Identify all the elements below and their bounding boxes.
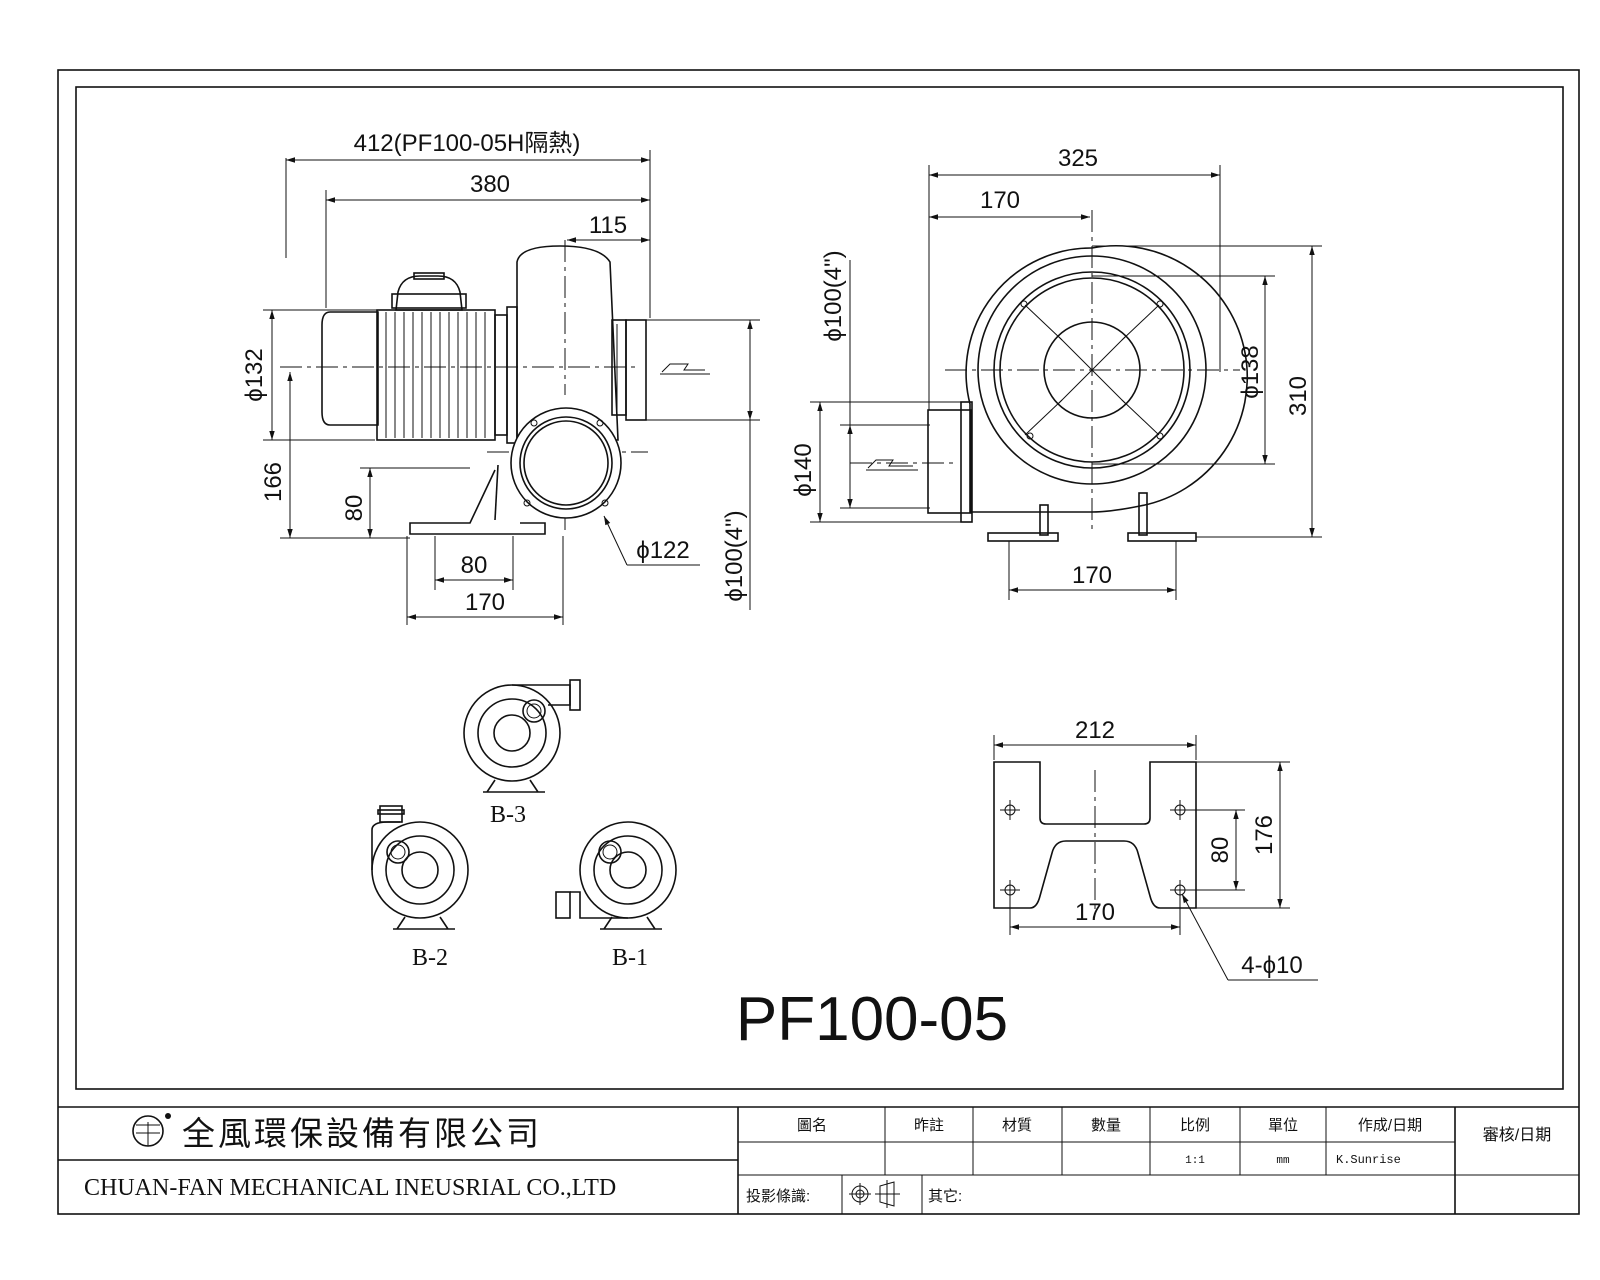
dim-front-width: 325: [1058, 145, 1098, 172]
outer-border: [57, 69, 1580, 1215]
view-label-b2: B-2: [412, 945, 448, 971]
dim-inlet-dia: ϕ122: [636, 537, 689, 564]
header-author-date: 作成/日期: [1358, 1117, 1422, 1134]
projection-label: 投影條識:: [746, 1188, 810, 1205]
header-quantity: 數量: [1091, 1117, 1121, 1134]
dim-center-height: 166: [260, 462, 287, 502]
dim-height: 310: [1285, 376, 1312, 416]
dim-inlet-pipe-front: ϕ100(4"): [820, 250, 847, 341]
dim-plate-depth: 176: [1251, 815, 1278, 855]
company-name-cn: 全風環保設備有限公司: [182, 1115, 542, 1152]
header-scale: 比例: [1180, 1117, 1210, 1134]
dim-inlet-height: 80: [341, 495, 368, 522]
projection-symbol-icon: [849, 1180, 900, 1208]
header-material: 材質: [1002, 1116, 1032, 1134]
company-name-en: CHUAN-FAN MECHANICAL INEUSRIAL CO.,LTD: [84, 1175, 616, 1201]
drawing-border: [75, 86, 1564, 1090]
dim-length: 380: [470, 171, 510, 198]
view-label-b1: B-1: [612, 945, 648, 971]
side-view: 412(PF100-05H隔熱) 380 115 ϕ132 166 80 80 …: [241, 130, 760, 625]
header-review-date: 審核/日期: [1483, 1126, 1551, 1144]
view-label-b3: B-3: [490, 802, 526, 828]
dim-outlet-pipe: ϕ100(4"): [721, 510, 748, 601]
dim-plate-hole-y: 80: [1207, 837, 1234, 864]
dim-plate-hole-x: 170: [1075, 899, 1115, 926]
base-plate-view: 212 176 80 170 4-ϕ10: [993, 717, 1318, 981]
dim-base-inner: 80: [461, 552, 488, 579]
model-title: PF100-05: [736, 985, 1008, 1054]
header-drawing-name: 圖名: [797, 1117, 827, 1134]
header-unit: 單位: [1268, 1117, 1298, 1134]
value-unit: mm: [1276, 1155, 1290, 1167]
dim-base-outer: 170: [465, 589, 505, 616]
dim-outlet-offset: 115: [589, 212, 627, 239]
dim-front-offset: 170: [980, 187, 1020, 214]
dim-plate-width: 212: [1075, 717, 1115, 744]
dim-bolt-circle: ϕ138: [1237, 345, 1264, 398]
title-block: 全風環保設備有限公司 CHUAN-FAN MECHANICAL INEUSRIA…: [58, 1106, 1579, 1214]
orientation-b1: B-1: [555, 821, 677, 971]
front-view: 325 170 ϕ100(4") ϕ140 ϕ138 310 170: [790, 145, 1322, 600]
value-author: K.Sunrise: [1336, 1153, 1401, 1167]
dim-flange-dia: ϕ140: [790, 443, 817, 496]
dim-front-base: 170: [1072, 562, 1112, 589]
dim-overall-insulated: 412(PF100-05H隔熱): [354, 130, 581, 157]
orientation-b2: B-2: [371, 805, 469, 971]
dim-holes: 4-ϕ10: [1241, 952, 1302, 979]
orientation-b3: B-3: [463, 679, 581, 828]
company-logo-icon: [132, 1113, 171, 1147]
header-remark: 昨註: [914, 1117, 944, 1134]
dim-motor-dia: ϕ132: [241, 348, 268, 401]
other-label: 其它:: [928, 1187, 962, 1205]
value-scale: 1:1: [1185, 1155, 1205, 1167]
